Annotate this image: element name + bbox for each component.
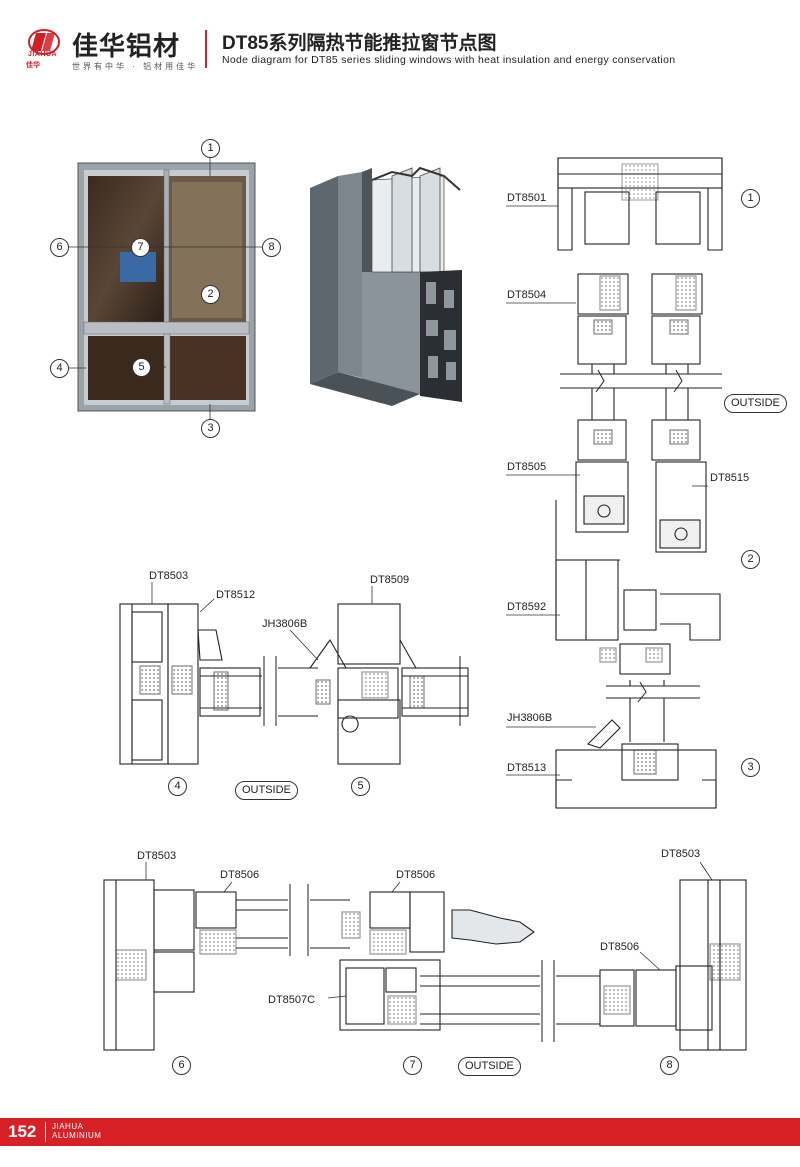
section-4-5 xyxy=(119,603,469,765)
window-callout-7: 7 xyxy=(131,238,150,257)
label-dt8506-a: DT8506 xyxy=(220,869,260,881)
footer-separator xyxy=(45,1122,46,1142)
section-callout-4: 4 xyxy=(168,777,187,796)
label-jh3806b-vertical: JH3806B xyxy=(507,712,553,724)
label-dt8505: DT8505 xyxy=(507,461,547,473)
footer-brand: JIAHUA ALUMINIUM xyxy=(52,1122,101,1140)
section-6-7-8 xyxy=(103,879,747,1051)
logo-sub: 佳华 xyxy=(26,62,40,69)
section-callout-3: 3 xyxy=(741,758,760,777)
label-dt8503-bottom-left: DT8503 xyxy=(137,850,177,862)
label-dt8503-bottom-right: DT8503 xyxy=(661,848,701,860)
outside-tag-bottom: OUTSIDE xyxy=(458,1057,521,1076)
label-dt8504: DT8504 xyxy=(507,289,547,301)
label-dt8503-mid: DT8503 xyxy=(149,570,189,582)
footer-brand-line1: JIAHUA xyxy=(52,1122,84,1131)
section-callout-7: 7 xyxy=(403,1056,422,1075)
logo-en: JIAHUA xyxy=(28,51,58,58)
page-number: 152 xyxy=(8,1122,37,1141)
label-dt8592: DT8592 xyxy=(507,601,547,613)
footer-bar xyxy=(0,1118,800,1146)
window-callout-2: 2 xyxy=(201,285,220,304)
window-callout-5: 5 xyxy=(132,358,151,377)
window-callout-4: 4 xyxy=(50,359,69,378)
brand-name: 佳华铝材 xyxy=(72,31,181,61)
window-callout-8: 8 xyxy=(262,238,281,257)
window-callout-1: 1 xyxy=(201,139,220,158)
profile-3d-render xyxy=(310,166,462,406)
section-callout-6: 6 xyxy=(172,1056,191,1075)
vertical-section xyxy=(555,157,723,809)
section-callout-1: 1 xyxy=(741,189,760,208)
label-dt8501: DT8501 xyxy=(507,192,547,204)
footer-brand-line2: ALUMINIUM xyxy=(52,1131,102,1140)
outside-tag-mid: OUTSIDE xyxy=(235,781,298,800)
page-subtitle: Node diagram for DT85 series sliding win… xyxy=(222,54,676,66)
label-dt8506-b: DT8506 xyxy=(396,869,436,881)
section-callout-2: 2 xyxy=(741,550,760,569)
label-dt8507c: DT8507C xyxy=(268,994,316,1006)
label-dt8509: DT8509 xyxy=(370,574,410,586)
window-callout-6: 6 xyxy=(50,238,69,257)
outside-tag-vertical: OUTSIDE xyxy=(724,394,787,413)
label-dt8515: DT8515 xyxy=(710,472,750,484)
label-dt8513: DT8513 xyxy=(507,762,547,774)
label-jh3806b-mid: JH3806B xyxy=(262,618,308,630)
window-callout-3: 3 xyxy=(201,419,220,438)
window-elevation xyxy=(77,162,256,412)
brand-slogan: 世界有中华 · 铝材用佳华 xyxy=(72,62,199,71)
label-dt8506-c: DT8506 xyxy=(600,941,640,953)
page-title: DT85系列隔热节能推拉窗节点图 xyxy=(222,33,497,54)
section-callout-8: 8 xyxy=(660,1056,679,1075)
label-dt8512: DT8512 xyxy=(216,589,256,601)
header-divider xyxy=(205,30,207,68)
section-callout-5: 5 xyxy=(351,777,370,796)
